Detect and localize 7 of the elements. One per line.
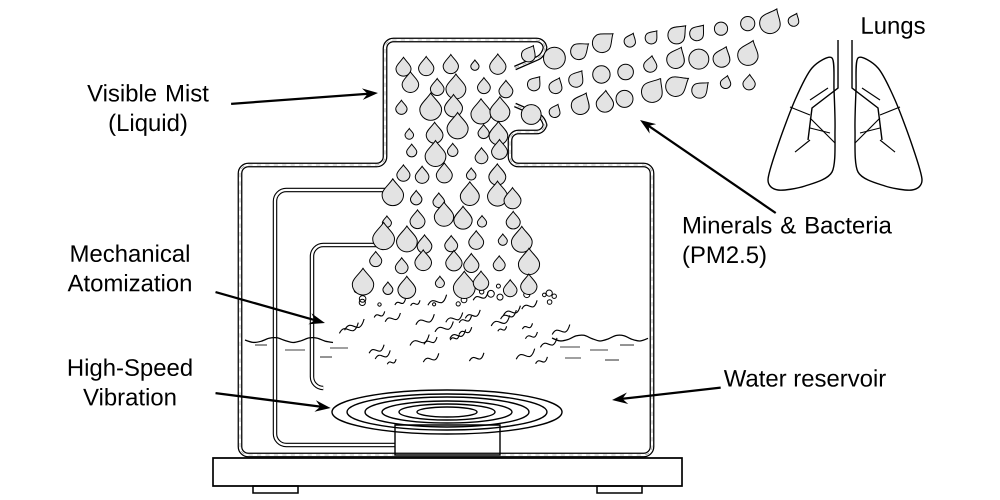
callout-text: Water reservoir (724, 369, 886, 387)
callout-text: Minerals & Bacteria (PM2.5) (683, 216, 892, 268)
organ-label: Lungs (862, 17, 925, 39)
callout-text: Mechanical Atomization (68, 244, 191, 292)
callout-text: High-Speed Vibration (68, 358, 192, 406)
transducer-drawing (331, 389, 563, 456)
callout-text: Visible Mist (Liquid) (87, 84, 209, 136)
